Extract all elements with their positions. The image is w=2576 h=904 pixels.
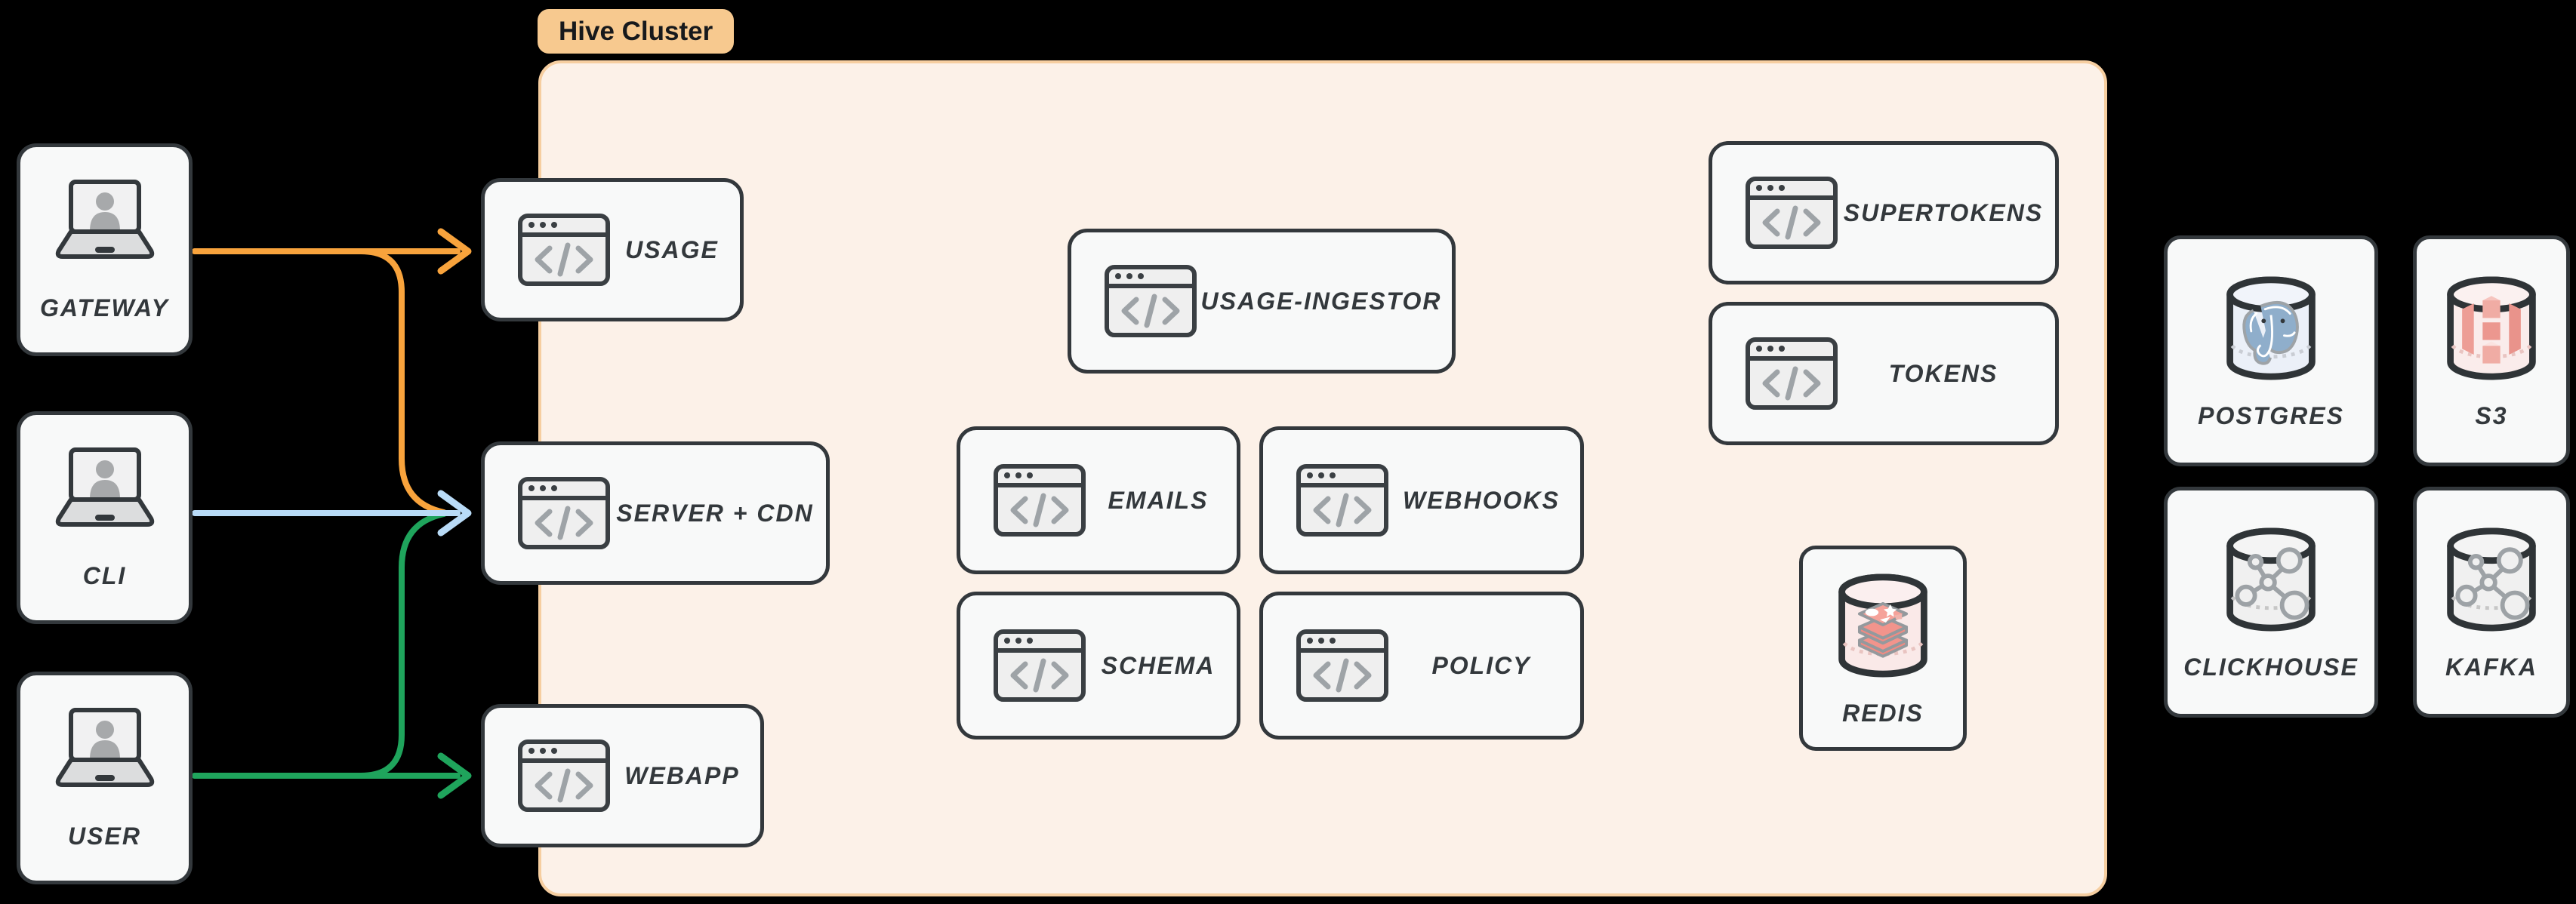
node-clickhouse: CLICKHOUSE	[2164, 487, 2378, 718]
node-label: USAGE	[625, 235, 719, 263]
molecule-cylinder-icon	[2440, 524, 2543, 635]
node-user: USER	[17, 672, 193, 884]
node-label: SCHEMA	[1101, 651, 1216, 679]
laptop-user-icon	[48, 706, 162, 789]
node-policy: POLICY	[1259, 592, 1584, 739]
node-label: S3	[2475, 401, 2508, 429]
node-webhooks: WEBHOOKS	[1259, 426, 1584, 574]
node-gateway: GATEWAY	[17, 143, 193, 356]
node-label: CLICKHOUSE	[2183, 653, 2359, 681]
node-redis: REDIS	[1799, 546, 1967, 751]
node-cli: CLI	[17, 411, 193, 624]
node-schema: SCHEMA	[957, 592, 1240, 739]
edge-gateway-server-cdn	[192, 248, 447, 515]
node-usage: USAGE	[481, 178, 744, 321]
code-window-icon	[1746, 177, 1838, 249]
node-server-cdn: SERVER + CDN	[481, 441, 830, 585]
node-label: KAFKA	[2445, 653, 2537, 681]
node-label: USER	[68, 822, 141, 850]
node-webapp: WEBAPP	[481, 704, 764, 847]
edge-user-server-cdn	[192, 511, 447, 779]
laptop-user-icon	[48, 446, 162, 529]
node-supertokens: SUPERTOKENS	[1709, 141, 2059, 284]
code-window-icon	[1296, 629, 1388, 702]
node-label: CLI	[82, 561, 127, 589]
code-window-icon	[1746, 337, 1838, 410]
node-label: POSTGRES	[2198, 401, 2344, 429]
laptop-user-icon	[48, 178, 162, 261]
node-label: TOKENS	[1888, 359, 1998, 387]
node-tokens: TOKENS	[1709, 302, 2059, 445]
node-emails: EMAILS	[957, 426, 1240, 574]
redis-cylinder-icon	[1832, 570, 1934, 681]
s3-cylinder-icon	[2440, 272, 2543, 384]
postgres-cylinder-icon	[2220, 272, 2322, 384]
code-window-icon	[994, 629, 1086, 702]
code-window-icon	[518, 477, 610, 549]
node-label: EMAILS	[1108, 486, 1209, 514]
arrowhead-usage	[437, 228, 472, 275]
node-label: WEBHOOKS	[1403, 486, 1560, 514]
arrowhead-server-cdn	[437, 490, 472, 537]
node-usage-ingestor: USAGE-INGESTOR	[1068, 229, 1456, 374]
cluster-title: Hive Cluster	[559, 16, 713, 46]
node-label: USAGE-INGESTOR	[1200, 287, 1442, 315]
molecule-cylinder-icon	[2220, 524, 2322, 635]
node-kafka: KAFKA	[2413, 487, 2570, 718]
code-window-icon	[1296, 464, 1388, 537]
node-postgres: POSTGRES	[2164, 235, 2378, 466]
code-window-icon	[518, 214, 610, 286]
node-s3: S3	[2413, 235, 2570, 466]
cluster-title-badge: Hive Cluster	[538, 9, 735, 54]
node-label: REDIS	[1842, 699, 1924, 727]
node-label: SUPERTOKENS	[1843, 198, 2044, 226]
node-label: WEBAPP	[624, 761, 740, 789]
node-label: SERVER + CDN	[616, 499, 814, 527]
node-label: POLICY	[1431, 651, 1531, 679]
code-window-icon	[518, 739, 610, 812]
arrowhead-webapp	[437, 752, 472, 799]
code-window-icon	[1105, 265, 1197, 337]
node-label: GATEWAY	[39, 294, 170, 321]
code-window-icon	[994, 464, 1086, 537]
